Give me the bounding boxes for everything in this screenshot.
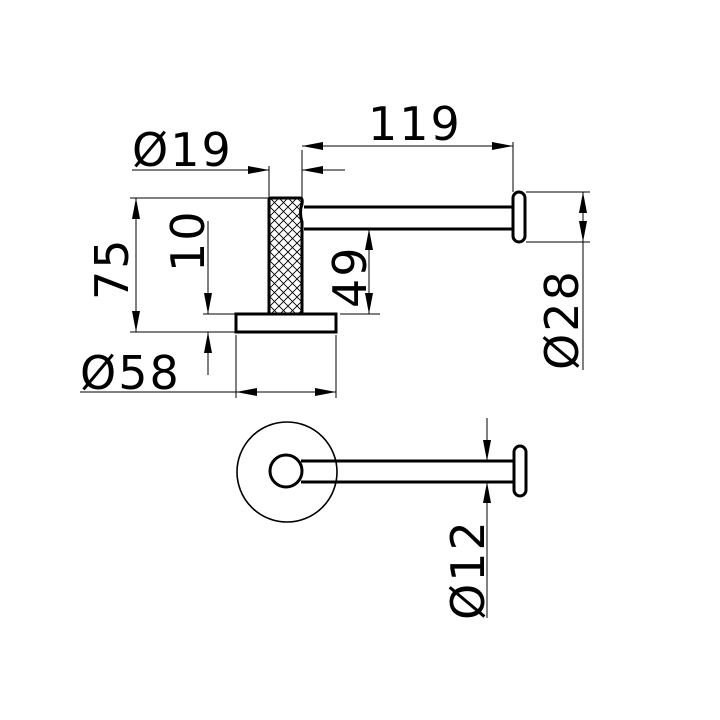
dimension-arm-length: 119: [302, 97, 514, 192]
dimension-base-thickness: 10: [161, 209, 236, 375]
base-diameter-label: Ø58: [80, 346, 181, 400]
dimension-total-height: 75: [85, 197, 269, 333]
top-view: [236, 421, 528, 523]
arm-length-label: 119: [368, 97, 462, 151]
dimension-arm-diameter: Ø12: [441, 418, 495, 620]
base-thickness-label: 10: [161, 209, 215, 272]
total-height-label: 75: [85, 237, 139, 300]
base-plate: [234, 312, 338, 334]
side-view: [234, 190, 527, 334]
arm-diameter-label: Ø12: [441, 519, 495, 620]
base-outline: [236, 421, 338, 523]
post-diameter-label: Ø19: [132, 123, 233, 177]
end-cap-plan: [512, 444, 528, 498]
dimension-arm-height: 49: [323, 229, 380, 315]
dimension-end-cap-diameter: Ø28: [526, 191, 590, 370]
dimension-post-diameter: Ø19: [132, 123, 345, 198]
end-cap-diameter-label: Ø28: [535, 269, 589, 370]
post-outline: [268, 453, 304, 489]
end-cap: [511, 190, 527, 244]
dimension-base-diameter: Ø58: [80, 335, 337, 400]
arm-height-label: 49: [323, 245, 377, 308]
post: [267, 196, 304, 314]
